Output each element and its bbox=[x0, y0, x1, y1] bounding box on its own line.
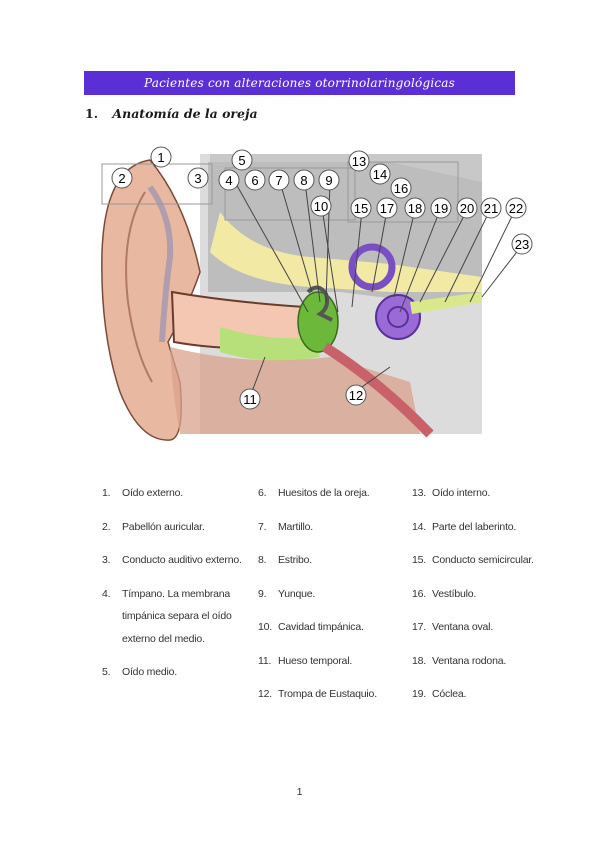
callout-4: 4 bbox=[218, 169, 240, 191]
outer-ear-inner-fold bbox=[125, 191, 153, 383]
list-item: 17.Ventana oval. bbox=[412, 621, 494, 633]
callout-labels: 1 2 3 4 5 6 7 8 9 10 11 12 13 14 15 16 1… bbox=[111, 146, 533, 410]
svg-text:9: 9 bbox=[325, 173, 332, 188]
callout-20: 20 bbox=[456, 197, 478, 219]
svg-text:13: 13 bbox=[352, 154, 366, 169]
list-item: 16.Vestíbulo. bbox=[412, 587, 477, 600]
list-item: 6.Huesitos de la oreja. bbox=[258, 487, 370, 499]
list-item: 9.Yunque. bbox=[258, 587, 316, 600]
callout-9: 9 bbox=[318, 169, 340, 191]
callout-10: 10 bbox=[310, 195, 332, 217]
svg-text:4: 4 bbox=[225, 173, 232, 188]
list-item: 5.Oído medio. bbox=[102, 666, 177, 678]
svg-text:11: 11 bbox=[243, 392, 257, 407]
svg-text:23: 23 bbox=[515, 237, 529, 252]
svg-text:10: 10 bbox=[314, 199, 328, 214]
ear-anatomy-diagram: 1 2 3 4 5 6 7 8 9 10 11 12 13 14 15 16 1… bbox=[101, 146, 533, 441]
svg-text:21: 21 bbox=[484, 201, 498, 216]
callout-22: 22 bbox=[505, 197, 527, 219]
list-item: 7.Martillo. bbox=[258, 520, 313, 533]
list-item: 15.Conducto semicircular. bbox=[412, 554, 534, 566]
callout-19: 19 bbox=[430, 197, 452, 219]
list-item: 11.Hueso temporal. bbox=[258, 654, 353, 667]
callout-6: 6 bbox=[244, 169, 266, 191]
list-item: 14.Parte del laberinto. bbox=[412, 520, 517, 533]
svg-text:16: 16 bbox=[394, 181, 408, 196]
cochlea-spiral bbox=[387, 306, 409, 328]
semicircular-canals bbox=[348, 243, 396, 291]
list-item: 13.Oído interno. bbox=[412, 487, 491, 499]
svg-text:6: 6 bbox=[251, 173, 258, 188]
bone-yellow-layer bbox=[210, 212, 482, 292]
canal-green-bone bbox=[220, 327, 320, 361]
tympanic-cavity bbox=[297, 291, 339, 353]
legend-column-3: 13.Oído interno. 14.Parte del laberinto.… bbox=[412, 482, 542, 717]
callout-11: 11 bbox=[239, 388, 261, 410]
list-item: 3.Conducto auditivo externo. bbox=[102, 554, 242, 566]
legend-column-1: 1.Oído externo. 2.Pabellón auricular. 3.… bbox=[102, 482, 242, 695]
svg-text:14: 14 bbox=[373, 167, 387, 182]
callout-2: 2 bbox=[111, 167, 133, 189]
svg-text:3: 3 bbox=[194, 171, 201, 186]
svg-text:12: 12 bbox=[349, 388, 363, 403]
ear-cartilage bbox=[147, 185, 174, 343]
list-item: 18.Ventana rodona. bbox=[412, 654, 507, 667]
callout-1: 1 bbox=[150, 146, 172, 168]
legend-column-2: 6.Huesitos de la oreja. 7.Martillo. 8.Es… bbox=[258, 482, 398, 717]
svg-text:7: 7 bbox=[275, 173, 282, 188]
section-number: 1. bbox=[85, 106, 99, 121]
svg-text:19: 19 bbox=[434, 201, 448, 216]
auditory-nerve bbox=[410, 292, 482, 314]
svg-text:15: 15 bbox=[354, 201, 368, 216]
list-item: 12.Trompa de Eustaquio. bbox=[258, 688, 377, 700]
svg-text:17: 17 bbox=[380, 201, 394, 216]
callout-15: 15 bbox=[350, 197, 372, 219]
section-banner: Pacientes con alteraciones otorrinolarin… bbox=[84, 71, 515, 95]
callout-16: 16 bbox=[390, 177, 412, 199]
callout-18: 18 bbox=[404, 197, 426, 219]
callout-21: 21 bbox=[480, 197, 502, 219]
section-title: Anatomía de la oreja bbox=[112, 106, 258, 121]
section-heading: 1. Anatomía de la oreja bbox=[85, 106, 258, 121]
callout-box-middle-ear bbox=[224, 167, 356, 221]
callout-8: 8 bbox=[293, 169, 315, 191]
cochlea bbox=[375, 294, 421, 340]
leader-lines bbox=[234, 181, 524, 398]
callout-12: 12 bbox=[345, 384, 367, 406]
callout-14: 14 bbox=[369, 163, 391, 185]
list-item: 1.Oído externo. bbox=[102, 487, 184, 499]
list-item: 19.Cóclea. bbox=[412, 688, 467, 700]
callout-13: 13 bbox=[348, 150, 370, 172]
callout-7: 7 bbox=[268, 169, 290, 191]
list-item: 4.Tímpano. La membrana timpánica separa … bbox=[102, 587, 232, 645]
svg-text:22: 22 bbox=[509, 201, 523, 216]
svg-text:5: 5 bbox=[238, 153, 245, 168]
svg-text:8: 8 bbox=[300, 173, 307, 188]
svg-text:1: 1 bbox=[157, 150, 164, 165]
callout-17: 17 bbox=[376, 197, 398, 219]
banner-title: Pacientes con alteraciones otorrinolarin… bbox=[143, 76, 455, 90]
list-item: 8.Estribo. bbox=[258, 554, 312, 566]
svg-text:18: 18 bbox=[408, 201, 422, 216]
svg-text:20: 20 bbox=[460, 201, 474, 216]
callout-3: 3 bbox=[187, 167, 209, 189]
eustachian-tube bbox=[322, 342, 434, 438]
list-item: 2.Pabellón auricular. bbox=[102, 520, 205, 533]
svg-text:2: 2 bbox=[118, 171, 125, 186]
callout-23: 23 bbox=[511, 233, 533, 255]
list-item: 10.Cavidad timpánica. bbox=[258, 621, 364, 633]
callout-box-inner-ear bbox=[347, 161, 459, 223]
page-number: 1 bbox=[296, 786, 303, 798]
callout-5: 5 bbox=[231, 149, 253, 171]
